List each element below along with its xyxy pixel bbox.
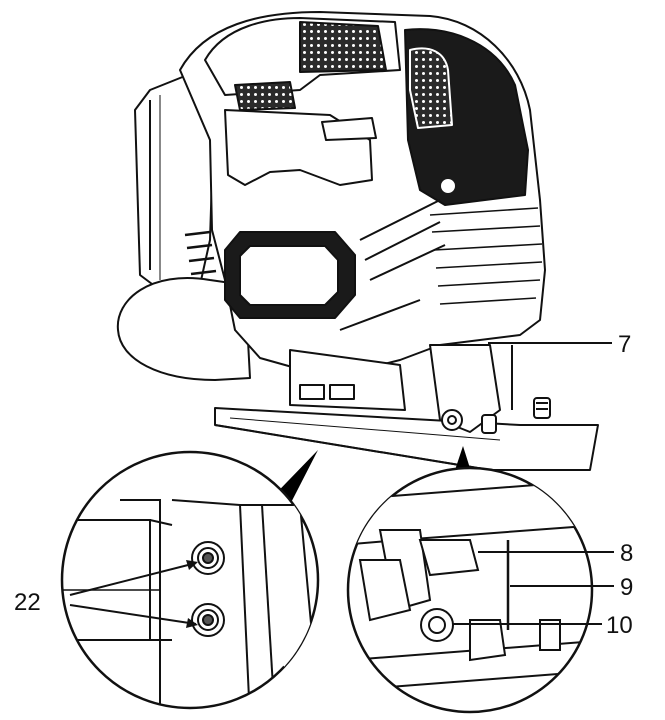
trigger-texture <box>234 81 296 111</box>
callout-8: 8 <box>620 540 633 567</box>
dust-port <box>116 277 251 381</box>
nose-screw <box>441 179 455 193</box>
base-knob <box>533 397 551 419</box>
arrowhead-22b <box>186 618 198 628</box>
side-grip-window <box>239 245 339 306</box>
callout-22: 22 <box>14 589 41 616</box>
roller <box>420 608 454 642</box>
vent-slits <box>184 230 217 276</box>
detail-circle-right <box>346 466 594 714</box>
detail-circle-left <box>60 450 320 710</box>
callout-7: 7 <box>618 331 631 358</box>
leader-lines <box>69 342 614 625</box>
front-ribs <box>429 207 543 305</box>
leader-22a <box>69 562 197 596</box>
trigger <box>321 117 377 141</box>
screw-lower <box>191 603 225 637</box>
screw-upper <box>191 541 225 575</box>
top-grip-texture <box>299 21 387 73</box>
callout-9: 9 <box>620 574 633 601</box>
leader-22b <box>69 604 197 625</box>
front-nose-texture <box>409 47 453 129</box>
callout-10: 10 <box>606 612 633 639</box>
base-knob-rear <box>481 414 497 434</box>
jigsaw-body <box>116 11 599 471</box>
arrowhead-22a <box>186 560 198 570</box>
